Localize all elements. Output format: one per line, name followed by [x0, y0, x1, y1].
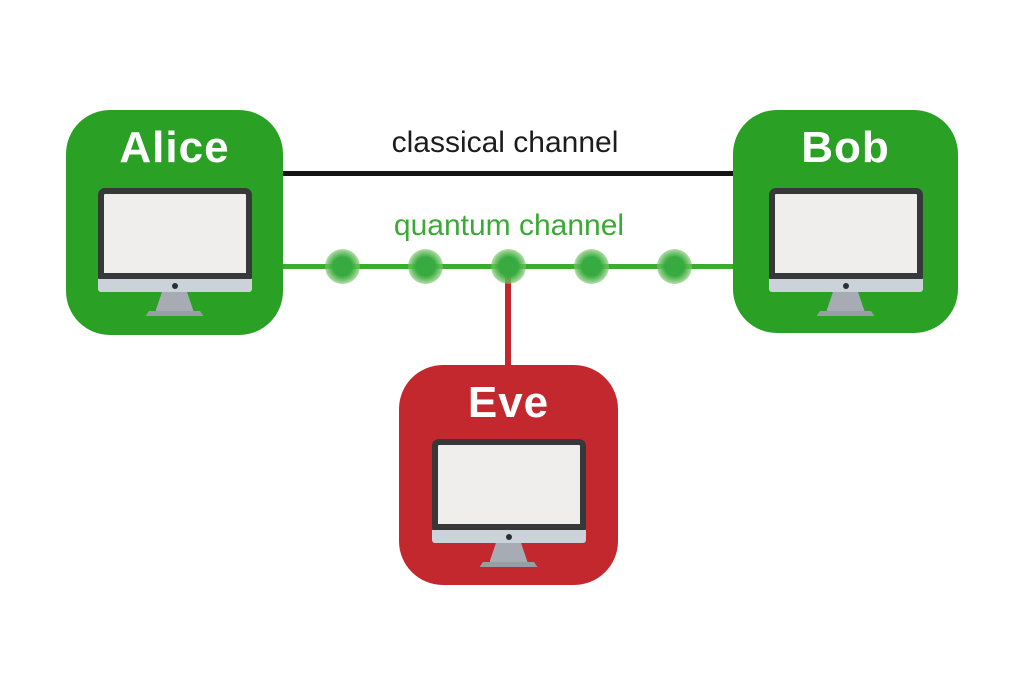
- eve-node: Eve: [399, 365, 618, 585]
- bob-node: Bob: [733, 110, 958, 333]
- monitor-screen: [97, 188, 252, 279]
- classical-channel-line: [283, 171, 733, 176]
- monitor-base: [145, 311, 204, 316]
- photon-dot: [324, 249, 360, 284]
- monitor-chin: [97, 279, 252, 292]
- eve-tap-line: [505, 266, 511, 367]
- classical-channel-label: classical channel: [391, 126, 619, 159]
- monitor-stand: [489, 543, 528, 562]
- monitor-stand: [826, 292, 865, 311]
- bob-label: Bob: [801, 123, 890, 172]
- monitor-chin: [431, 530, 586, 543]
- monitor-screen: [768, 188, 923, 279]
- monitor-chin: [768, 279, 923, 292]
- monitor-stand: [155, 292, 194, 311]
- computer-monitor-icon: [431, 439, 586, 567]
- alice-node: Alice: [66, 110, 283, 335]
- computer-monitor-icon: [97, 188, 252, 316]
- monitor-screen: [431, 439, 586, 530]
- computer-monitor-icon: [768, 188, 923, 316]
- camera-dot-icon: [505, 533, 512, 540]
- photon-dot: [573, 249, 609, 284]
- quantum-channel-label: quantum channel: [393, 209, 625, 242]
- photon-dot: [490, 249, 526, 284]
- camera-dot-icon: [842, 282, 849, 289]
- monitor-base: [479, 562, 538, 567]
- alice-label: Alice: [119, 123, 230, 172]
- camera-dot-icon: [171, 282, 178, 289]
- photon-dot: [407, 249, 443, 284]
- photon-dot: [656, 249, 692, 284]
- monitor-base: [816, 311, 875, 316]
- eve-label: Eve: [467, 378, 550, 427]
